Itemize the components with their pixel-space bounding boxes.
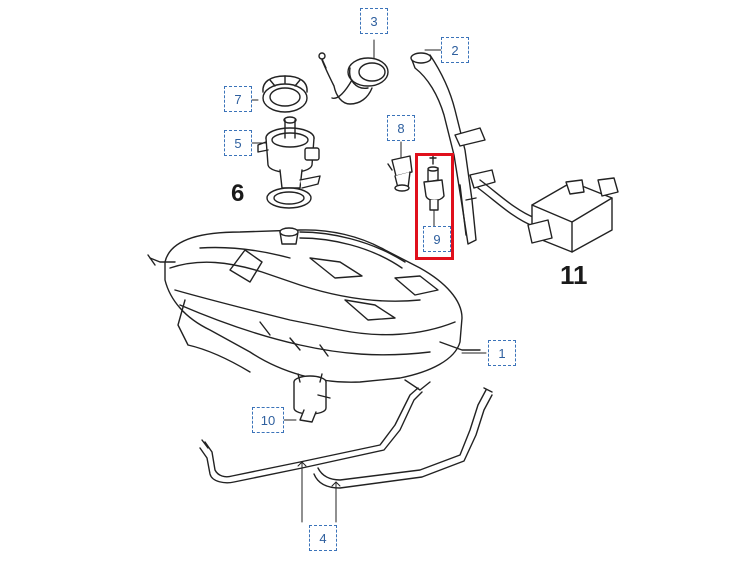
callout-7[interactable]: 7 — [224, 86, 252, 112]
callout-4[interactable]: 4 — [309, 525, 337, 551]
callout-9[interactable]: 9 — [423, 226, 451, 252]
fuel-pump-module — [257, 116, 321, 209]
fuel-cap — [318, 52, 389, 105]
charcoal-canister — [527, 177, 619, 253]
leader-lines — [237, 39, 487, 523]
tank-straps — [199, 387, 493, 489]
callout-8[interactable]: 8 — [387, 115, 415, 141]
part-label-11: 11 — [560, 260, 588, 290]
callout-1[interactable]: 1 — [488, 340, 516, 366]
pump-retainer-ring — [262, 75, 308, 113]
filler-pipe — [410, 52, 536, 245]
callout-10[interactable]: 10 — [252, 407, 284, 433]
fuel-tank — [147, 227, 481, 391]
fuel-filter — [293, 373, 331, 423]
callout-2[interactable]: 2 — [441, 37, 469, 63]
fuel-sender — [387, 155, 413, 192]
check-valve — [423, 154, 445, 211]
callout-3[interactable]: 3 — [360, 8, 388, 34]
part-label-6: 6 — [231, 180, 245, 207]
callout-5[interactable]: 5 — [224, 130, 252, 156]
